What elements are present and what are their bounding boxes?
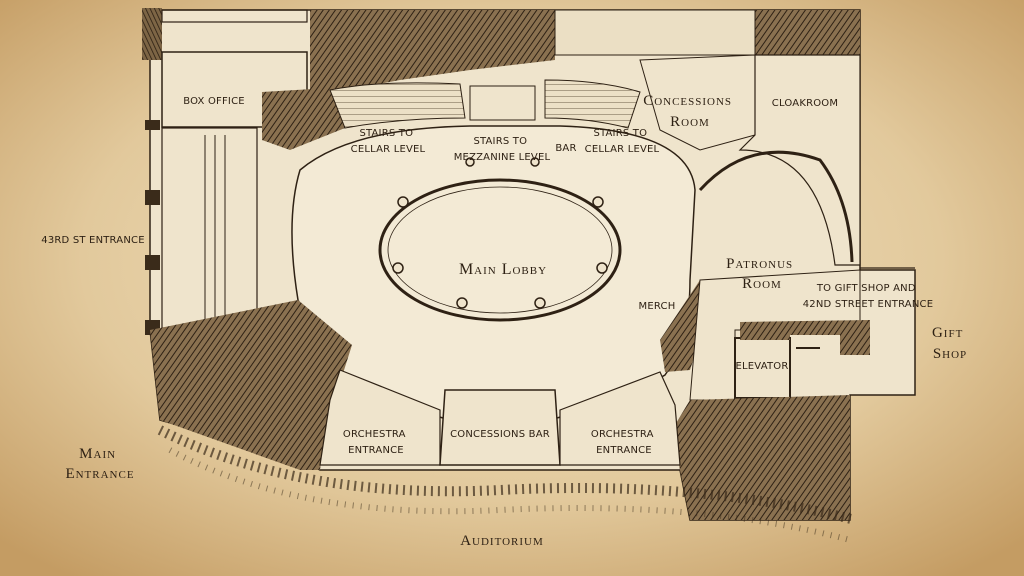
label-merch: MERCH xyxy=(639,301,676,312)
stair-block-left xyxy=(262,88,345,150)
label-main-lobby: Main Lobby xyxy=(459,261,547,278)
south-east-wall-mass xyxy=(672,395,850,520)
top-service-rooms xyxy=(554,9,756,56)
label-stairs-mezzanine: STAIRS TO MEZZANINE LEVEL xyxy=(454,136,551,163)
label-43rd-st-entrance: 43RD ST ENTRANCE xyxy=(41,235,144,246)
label-stairs-cellar-right: STAIRS TO CELLAR LEVEL xyxy=(585,128,660,155)
label-concessions-bar: CONCESSIONS BAR xyxy=(450,429,550,440)
stairs-mezzanine xyxy=(469,85,536,121)
stairs-cellar-left xyxy=(329,82,466,129)
gift-shop-passage-wall xyxy=(740,320,870,355)
north-east-wall xyxy=(755,10,860,55)
orchestra-entrance-right-room xyxy=(559,371,681,466)
box-office-wall xyxy=(161,9,308,23)
label-auditorium: Auditorium xyxy=(460,533,544,549)
label-gift-shop: Gift Shop xyxy=(932,325,968,362)
label-to-gift-shop: TO GIFT SHOP AND 42ND STREET ENTRANCE xyxy=(803,283,933,310)
stairs-cellar-right xyxy=(544,79,641,129)
label-stairs-cellar-left: STAIRS TO CELLAR LEVEL xyxy=(351,128,426,155)
cloakroom-arc-wall xyxy=(698,150,854,263)
south-west-wall-mass xyxy=(150,300,352,470)
label-box-office: BOX OFFICE xyxy=(183,96,245,107)
auditorium-edge xyxy=(157,425,857,525)
label-bar: BAR xyxy=(555,143,576,154)
label-orchestra-entrance-right: ORCHESTRA ENTRANCE xyxy=(591,429,657,456)
label-main-entrance: Main Entrance xyxy=(65,446,134,482)
entrance-corridor xyxy=(161,127,258,329)
north-wall xyxy=(310,10,555,95)
concessions-room xyxy=(639,54,756,151)
west-wall xyxy=(142,8,162,60)
main-lobby-ellipse xyxy=(378,178,622,322)
label-orchestra-entrance-left: ORCHESTRA ENTRANCE xyxy=(343,429,409,456)
label-concessions-room: Concessions Room xyxy=(643,93,737,130)
concessions-bar-room xyxy=(439,389,561,466)
lobby-columns xyxy=(392,157,608,309)
label-patronus-room: Patronus Room xyxy=(726,256,798,292)
label-cloakroom: CLOAKROOM xyxy=(772,98,838,109)
label-elevator: ELEVATOR xyxy=(735,361,788,372)
orchestra-entrance-left-room xyxy=(319,369,441,466)
cloakroom-room xyxy=(738,54,861,266)
